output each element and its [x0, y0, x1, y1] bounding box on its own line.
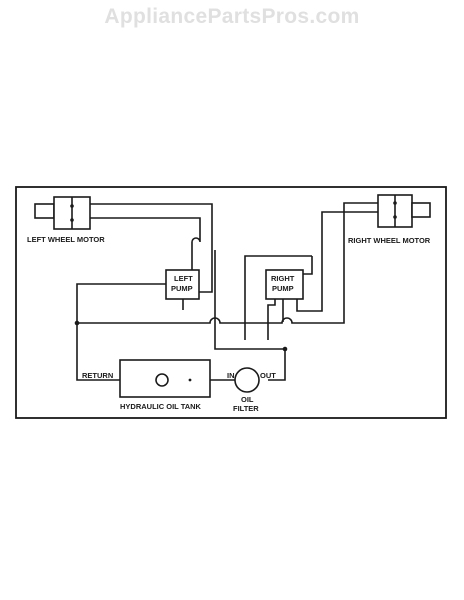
- filter-in-label: IN: [227, 371, 235, 380]
- tank-cap: [155, 373, 169, 387]
- hydraulic-lines: [76, 202, 378, 381]
- left-pump-label-line1: LEFT: [174, 274, 193, 283]
- junction-dot: [74, 320, 80, 326]
- oil-filter: [234, 367, 260, 393]
- filter-label-line1: OIL: [241, 395, 254, 404]
- right-wheel-motor-label: RIGHT WHEEL MOTOR: [348, 236, 431, 245]
- junction-dot: [282, 346, 288, 352]
- filter-out-label: OUT: [260, 371, 276, 380]
- right-wheel-motor: [377, 194, 431, 228]
- tank-label: HYDRAULIC OIL TANK: [120, 402, 202, 411]
- return-label: RETURN: [82, 371, 113, 380]
- right-pump: [265, 269, 304, 300]
- diagram-frame: [15, 186, 447, 419]
- right-pump-label-line1: RIGHT: [271, 274, 295, 283]
- tank-port: [188, 378, 192, 382]
- filter-label-line2: FILTER: [233, 404, 259, 413]
- right-pump-label-line2: PUMP: [272, 284, 294, 293]
- site-watermark: AppliancePartsPros.com: [104, 5, 360, 28]
- left-pump: [165, 269, 200, 300]
- left-wheel-motor-label: LEFT WHEEL MOTOR: [27, 235, 105, 244]
- left-pump-label-line2: PUMP: [171, 284, 193, 293]
- left-wheel-motor: [34, 196, 91, 230]
